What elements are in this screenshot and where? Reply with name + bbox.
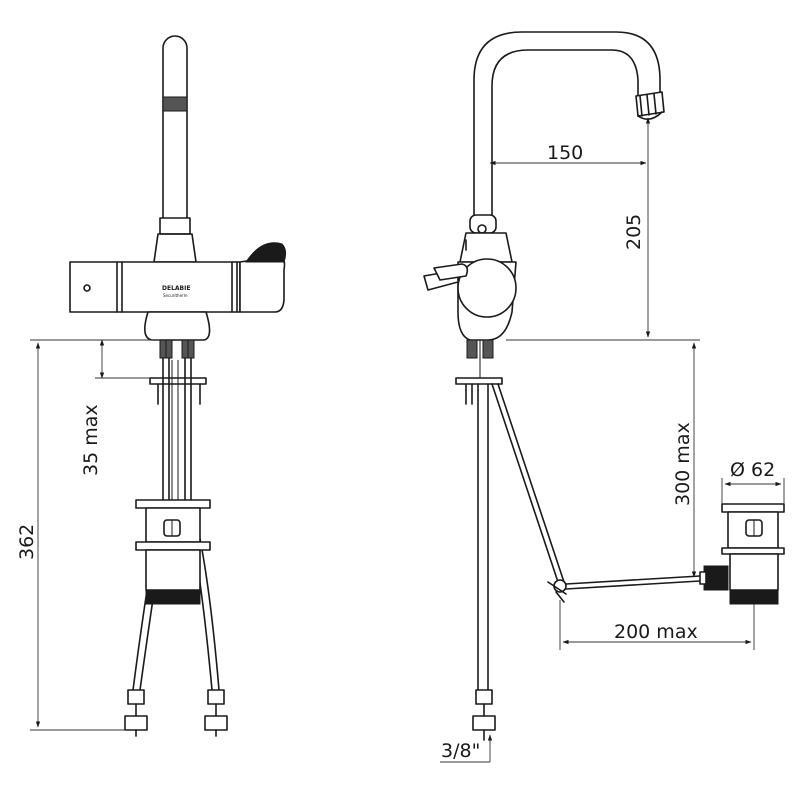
- side-spout: [473, 31, 665, 216]
- side-hose: [472, 383, 496, 741]
- front-connectors: [159, 339, 195, 359]
- front-mixer-body: DELABIE Securitherm: [69, 242, 287, 341]
- dim-rod-vertical-label: 300 max: [672, 422, 694, 506]
- side-view: 150 205 300 max 200 max Ø 62: [423, 31, 785, 763]
- front-waste-body: [135, 499, 211, 605]
- dim-rod-horizontal: 200 max: [559, 600, 755, 650]
- dim-spout-reach-label: 150: [547, 142, 583, 164]
- dim-rod-vertical: 300 max: [672, 342, 697, 578]
- side-mounting-plate: [455, 377, 503, 405]
- side-waste-valve: [699, 503, 785, 605]
- side-mixer-body: [423, 214, 517, 341]
- side-connectors: [466, 339, 494, 378]
- dim-rod-horizontal-label: 200 max: [614, 621, 698, 643]
- brand-logo: DELABIE: [162, 285, 190, 292]
- dim-overall-height: 362: [16, 339, 160, 731]
- dim-spout-reach: 150: [489, 142, 647, 166]
- side-popup-rod: [491, 383, 701, 603]
- dim-deck-thickness-label: 35 max: [80, 404, 102, 476]
- dim-waste-diameter: Ø 62: [721, 459, 785, 504]
- dim-overall-height-label: 362: [16, 524, 38, 560]
- dim-spout-height: 205: [506, 117, 700, 341]
- dim-deck-thickness: 35 max: [80, 339, 150, 476]
- front-hose-nuts: [124, 689, 228, 737]
- front-spout: [153, 35, 197, 263]
- dim-connection-size: 3/8": [440, 734, 493, 763]
- front-view: DELABIE Securitherm: [16, 35, 287, 737]
- dim-spout-height-label: 205: [623, 214, 645, 250]
- dim-connection-size-label: 3/8": [441, 740, 480, 762]
- dim-waste-diameter-label: Ø 62: [730, 459, 775, 481]
- brand-sublogo: Securitherm: [163, 293, 188, 298]
